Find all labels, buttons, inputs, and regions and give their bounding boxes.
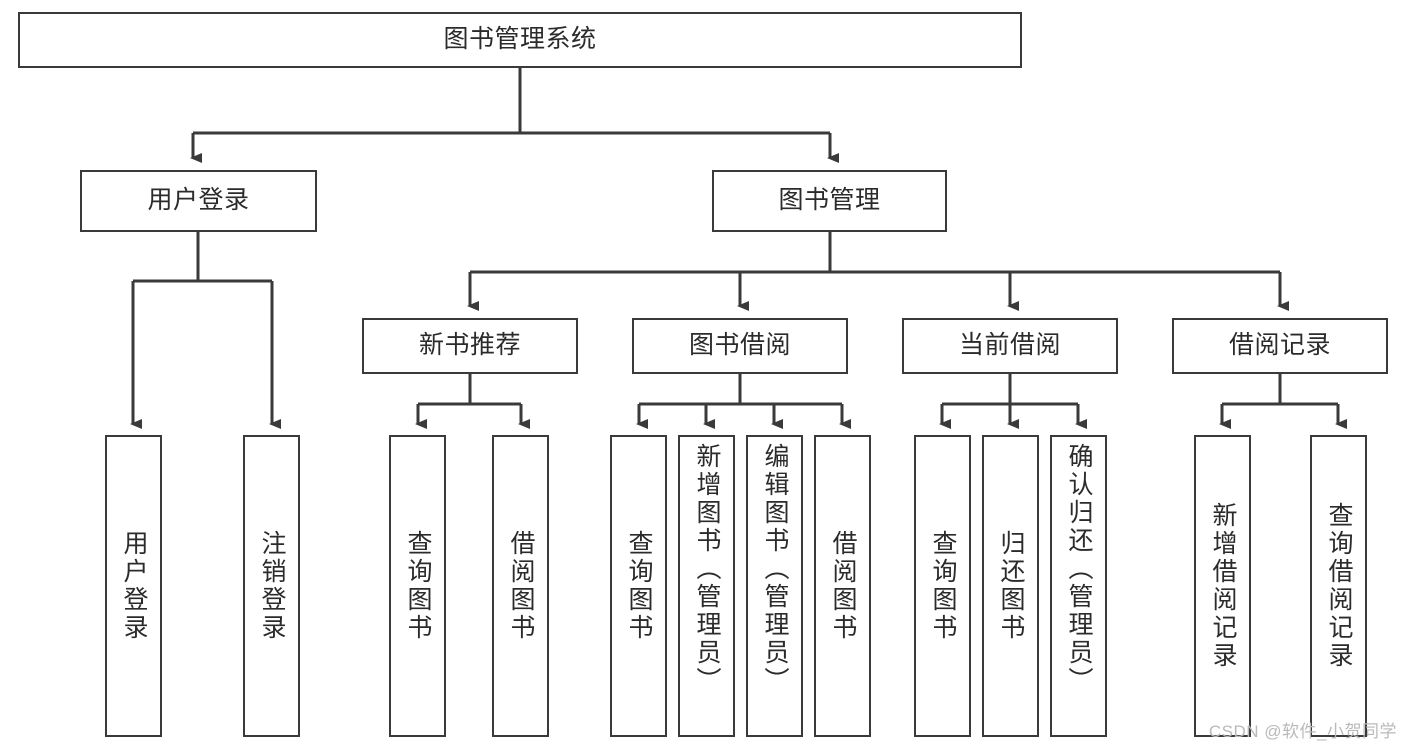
- leaf-logout[interactable]: 注销登录: [243, 435, 300, 737]
- node-label: 图书管理系统: [443, 25, 597, 54]
- node-label: 新书推荐: [418, 331, 521, 360]
- leaf-label: 编辑图书（管理员）: [761, 443, 789, 695]
- node-book-management[interactable]: 图书管理: [712, 170, 947, 232]
- node-root-system[interactable]: 图书管理系统: [18, 12, 1022, 68]
- node-user-login[interactable]: 用户登录: [80, 170, 317, 232]
- leaf-label: 查询图书: [625, 530, 653, 642]
- leaf-label: 查询图书: [929, 530, 957, 642]
- leaf-add-book-admin[interactable]: 新增图书（管理员）: [678, 435, 735, 737]
- node-label: 图书借阅: [688, 331, 791, 360]
- node-label: 图书管理: [778, 186, 881, 215]
- leaf-label: 借阅图书: [507, 530, 535, 642]
- node-new-book-recommend[interactable]: 新书推荐: [362, 318, 578, 374]
- node-borrow-record[interactable]: 借阅记录: [1172, 318, 1388, 374]
- leaf-query-book-borrow[interactable]: 查询图书: [610, 435, 667, 737]
- leaf-label: 归还图书: [997, 530, 1025, 642]
- leaf-label: 用户登录: [120, 530, 148, 642]
- leaf-query-book-new[interactable]: 查询图书: [389, 435, 446, 737]
- leaf-label: 查询借阅记录: [1325, 502, 1353, 670]
- leaf-edit-book-admin[interactable]: 编辑图书（管理员）: [746, 435, 803, 737]
- leaf-label: 查询图书: [404, 530, 432, 642]
- leaf-label: 新增借阅记录: [1209, 502, 1237, 670]
- leaf-return-book[interactable]: 归还图书: [982, 435, 1039, 737]
- leaf-query-borrow-record[interactable]: 查询借阅记录: [1310, 435, 1367, 737]
- node-label: 用户登录: [147, 186, 250, 215]
- node-book-borrow[interactable]: 图书借阅: [632, 318, 848, 374]
- leaf-borrow-book-new[interactable]: 借阅图书: [492, 435, 549, 737]
- leaf-label: 确认归还（管理员）: [1065, 443, 1093, 695]
- node-current-borrow[interactable]: 当前借阅: [902, 318, 1118, 374]
- node-label: 借阅记录: [1228, 331, 1331, 360]
- leaf-user-login[interactable]: 用户登录: [105, 435, 162, 737]
- leaf-confirm-return-admin[interactable]: 确认归还（管理员）: [1050, 435, 1107, 737]
- leaf-label: 新增图书（管理员）: [693, 443, 721, 695]
- watermark-text: CSDN @软件_小贺同学: [1208, 722, 1397, 741]
- leaf-borrow-book[interactable]: 借阅图书: [814, 435, 871, 737]
- node-label: 当前借阅: [958, 331, 1061, 360]
- leaf-label: 注销登录: [258, 530, 286, 642]
- leaf-label: 借阅图书: [829, 530, 857, 642]
- leaf-add-borrow-record[interactable]: 新增借阅记录: [1194, 435, 1251, 737]
- leaf-query-book-current[interactable]: 查询图书: [914, 435, 971, 737]
